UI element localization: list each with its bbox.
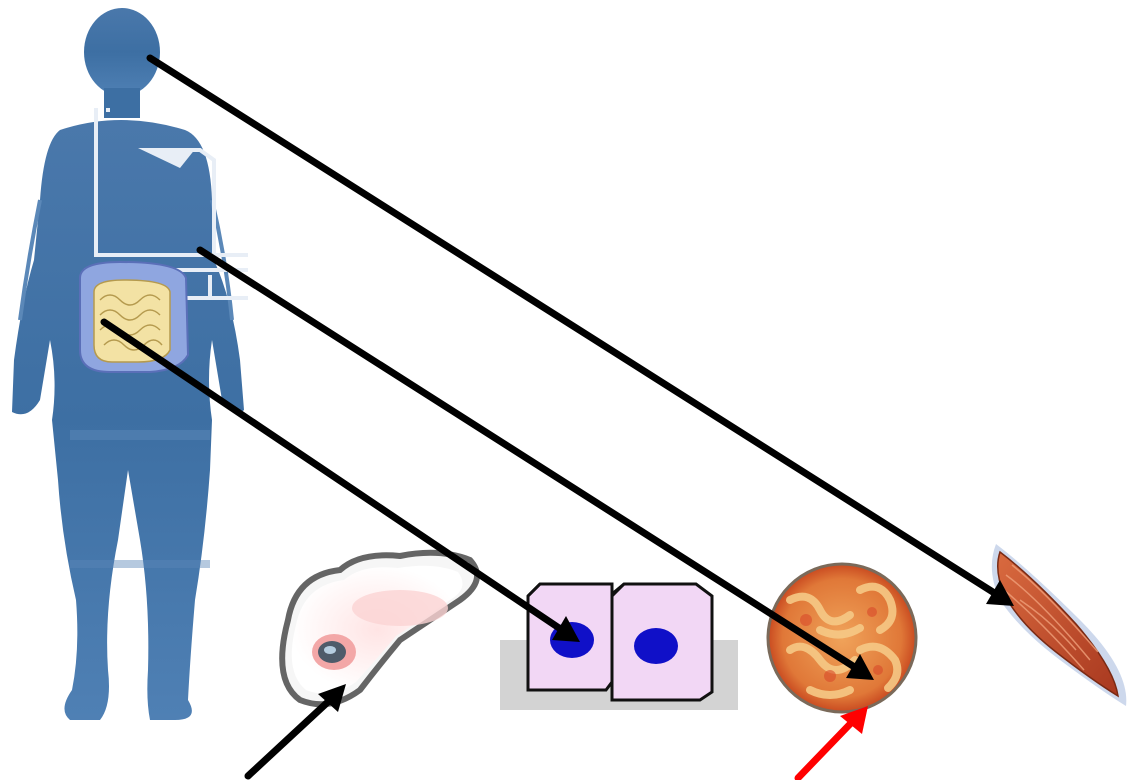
body-neck	[104, 88, 140, 118]
cell-nucleus	[634, 628, 678, 664]
tissue-icon	[768, 564, 916, 712]
body-head	[84, 8, 160, 96]
arrow-red-to-tissue	[798, 706, 868, 778]
body-stripe	[70, 560, 210, 568]
body-silhouette	[12, 120, 244, 720]
arrow-head-to-organ	[150, 58, 1014, 606]
body-stripe	[70, 430, 210, 440]
muscle-organ-icon	[992, 544, 1126, 706]
human-body-icon	[12, 8, 248, 720]
organelle-icon	[282, 553, 477, 704]
cell-icon	[500, 584, 738, 710]
intestine-icon	[80, 262, 188, 372]
